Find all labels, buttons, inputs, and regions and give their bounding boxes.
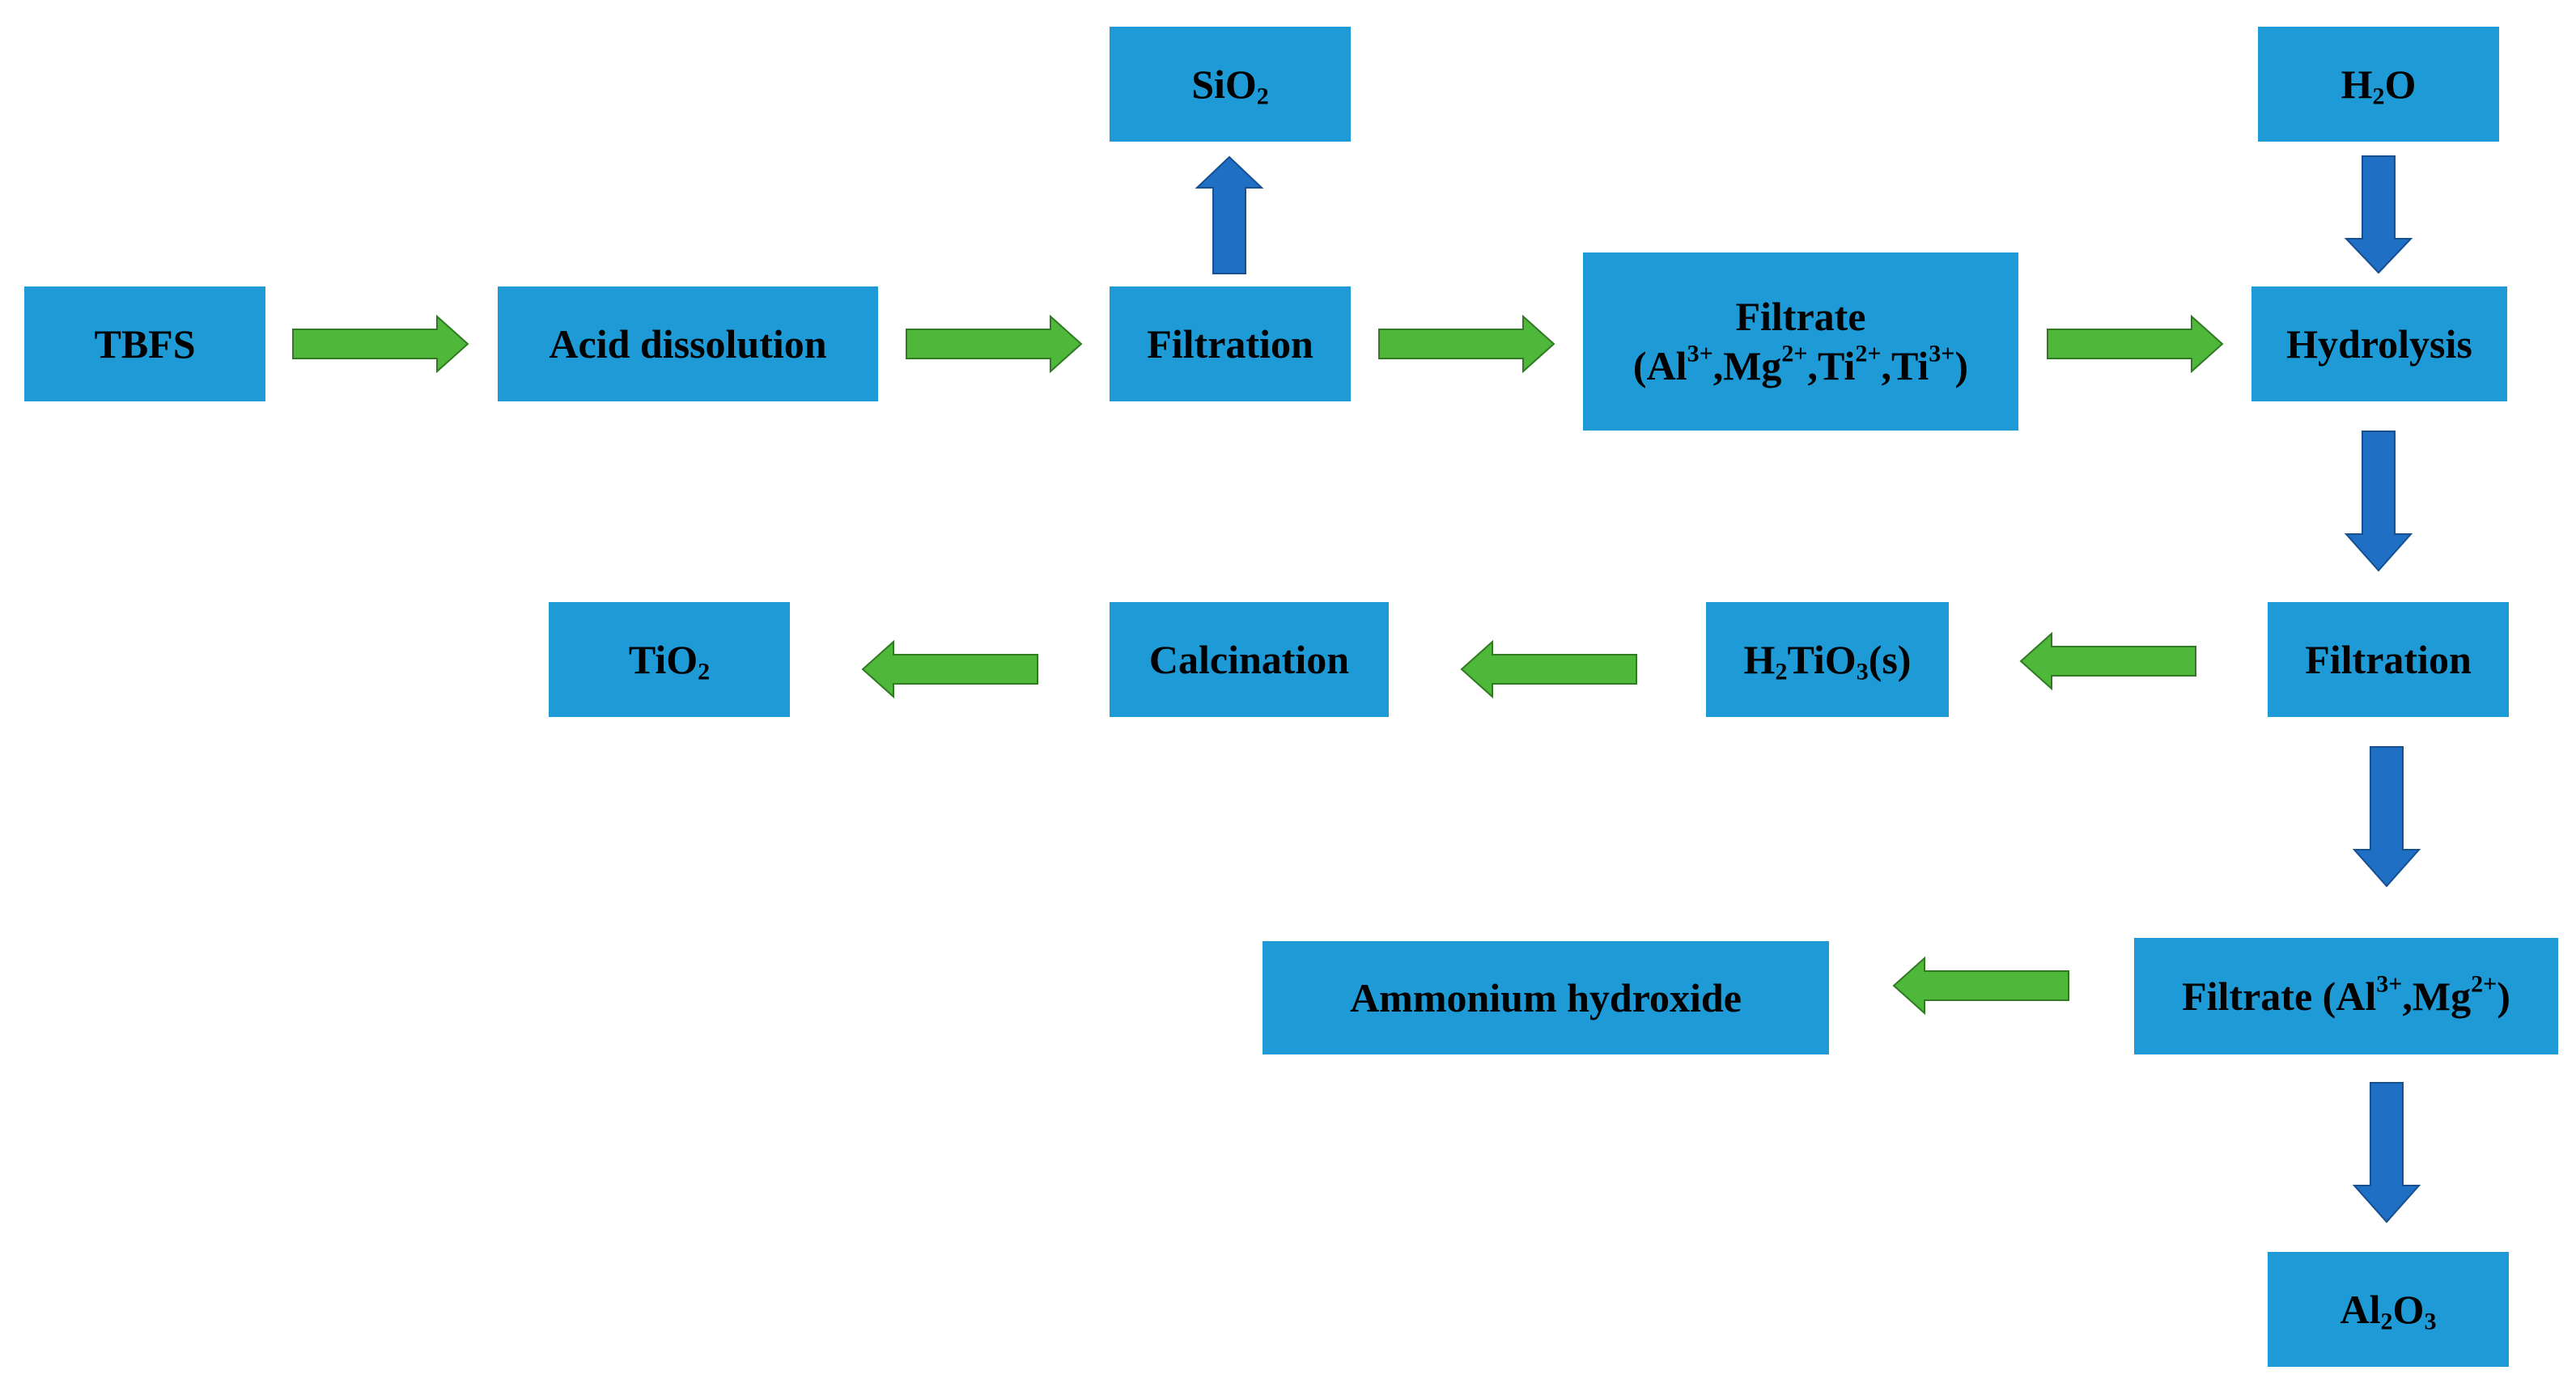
node-filtrate-2-label: Filtrate (Al3+,Mg2+)	[2182, 970, 2510, 1019]
node-sio2: SiO2	[1110, 27, 1351, 142]
node-h2tio3: H2TiO3(s)	[1706, 602, 1949, 717]
node-filtration-1: Filtration	[1110, 286, 1351, 401]
arrow-filtration-to-sio2	[1195, 155, 1264, 274]
arrow-h2tio3-to-calcination	[1460, 639, 1637, 699]
node-ammonium-hydroxide: Ammonium hydroxide	[1263, 941, 1829, 1054]
arrow-filtration-to-filtrate	[1378, 314, 1555, 374]
node-tio2-label: TiO2	[628, 636, 711, 685]
node-filtrate-1: Filtrate (Al3+,Mg2+,Ti2+,Ti3+)	[1583, 252, 2018, 431]
arrow-filtration-to-filtrate-al-mg	[2352, 746, 2421, 888]
node-al2o3: Al2O3	[2268, 1252, 2509, 1367]
node-tbfs-label: TBFS	[94, 320, 196, 367]
node-al2o3-label: Al2O3	[2340, 1286, 2437, 1334]
arrow-filtrate-to-ammonium-hydroxide	[1892, 956, 2069, 1016]
arrow-calcination-to-tio2	[861, 639, 1038, 699]
node-h2tio3-label: H2TiO3(s)	[1743, 636, 1912, 685]
arrow-tbfs-to-acid-dissolution	[292, 314, 469, 374]
arrow-acid-dissolution-to-filtration	[906, 314, 1083, 374]
node-acid-dissolution-label: Acid dissolution	[549, 320, 827, 367]
node-filtration-1-label: Filtration	[1147, 320, 1313, 367]
node-hydrolysis-label: Hydrolysis	[2286, 320, 2472, 367]
arrow-filtrate-to-hydrolysis	[2047, 314, 2224, 374]
node-acid-dissolution: Acid dissolution	[498, 286, 878, 401]
node-filtrate-1-line2: (Al3+,Mg2+,Ti2+,Ti3+)	[1632, 340, 1969, 388]
node-hydrolysis: Hydrolysis	[2251, 286, 2507, 401]
arrow-filtration-to-h2tio3	[2019, 631, 2196, 691]
node-filtrate-2: Filtrate (Al3+,Mg2+)	[2134, 938, 2558, 1054]
arrow-hydrolysis-to-filtration	[2344, 431, 2413, 572]
node-filtration-2-label: Filtration	[2305, 636, 2472, 682]
arrow-filtrate-to-al2o3	[2352, 1082, 2421, 1224]
node-calcination-label: Calcination	[1148, 636, 1350, 682]
node-h2o: H2O	[2258, 27, 2499, 142]
node-filtrate-1-line1: Filtrate	[1735, 294, 1866, 339]
node-ammonium-hydroxide-label: Ammonium hydroxide	[1350, 974, 1742, 1020]
node-tbfs: TBFS	[24, 286, 265, 401]
arrow-h2o-to-hydrolysis	[2344, 155, 2413, 274]
node-calcination: Calcination	[1110, 602, 1389, 717]
node-sio2-label: SiO2	[1191, 61, 1269, 109]
node-filtration-2: Filtration	[2268, 602, 2509, 717]
node-tio2: TiO2	[549, 602, 790, 717]
node-h2o-label: H2O	[2340, 61, 2417, 109]
